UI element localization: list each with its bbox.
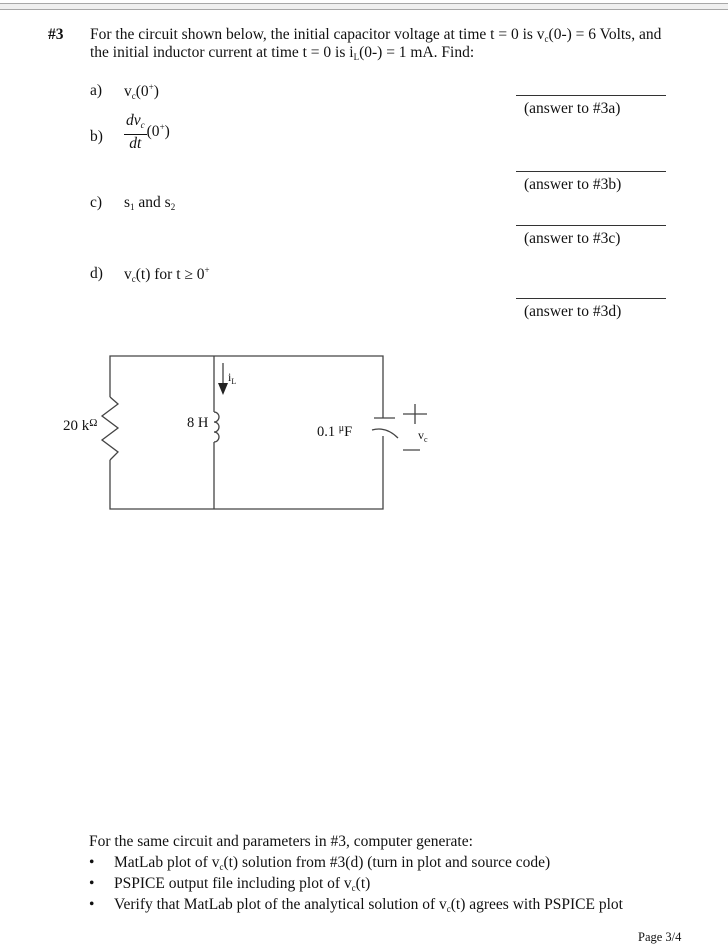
capacitor-curved-plate-icon bbox=[371, 428, 399, 439]
top-wire bbox=[109, 355, 384, 418]
inductor-icon bbox=[213, 411, 220, 443]
answer-blank-3c[interactable] bbox=[516, 225, 666, 226]
resistor-icon bbox=[100, 396, 120, 461]
vc-label: vc bbox=[418, 428, 428, 444]
page-number: Page 3/4 bbox=[638, 930, 682, 944]
answer-blank-3b[interactable] bbox=[516, 171, 666, 172]
current-label: iL bbox=[228, 370, 237, 386]
answer-label-3a: (answer to #3a) bbox=[524, 100, 621, 117]
answer-label-3c: (answer to #3c) bbox=[524, 230, 621, 247]
part-d-expression: vc(t) for t ≥ 0+ bbox=[124, 265, 210, 284]
computer-task-list: MatLab plot of vc(t) solution from #3(d)… bbox=[89, 852, 623, 915]
answer-label-3d: (answer to #3d) bbox=[524, 303, 622, 320]
part-c-label: c) bbox=[90, 194, 103, 211]
list-item: Verify that MatLab plot of the analytica… bbox=[89, 894, 623, 915]
inductor-label: 8 H bbox=[187, 415, 209, 431]
capacitor-label: 0.1 μF bbox=[317, 423, 353, 440]
answer-blank-3d[interactable] bbox=[516, 298, 666, 299]
part-a-expression: vc(0+) bbox=[124, 82, 159, 101]
top-border-bar bbox=[0, 3, 728, 10]
part-d-label: d) bbox=[90, 265, 103, 282]
problem-number: #3 bbox=[48, 26, 64, 43]
part-b-label: b) bbox=[90, 128, 103, 145]
part-c-expression: s1 and s2 bbox=[124, 194, 176, 212]
resistor-label: 20 kΩ bbox=[63, 417, 98, 434]
list-item: PSPICE output file including plot of vc(… bbox=[89, 873, 623, 894]
computer-intro: For the same circuit and parameters in #… bbox=[89, 833, 473, 850]
list-item: MatLab plot of vc(t) solution from #3(d)… bbox=[89, 852, 623, 873]
intro-line-1: For the circuit shown below, the initial… bbox=[90, 26, 662, 44]
bottom-wire bbox=[109, 436, 384, 510]
answer-blank-3a[interactable] bbox=[516, 95, 666, 96]
answer-label-3b: (answer to #3b) bbox=[524, 176, 622, 193]
intro-line-2: the initial inductor current at time t =… bbox=[90, 44, 475, 62]
part-a-label: a) bbox=[90, 82, 103, 99]
